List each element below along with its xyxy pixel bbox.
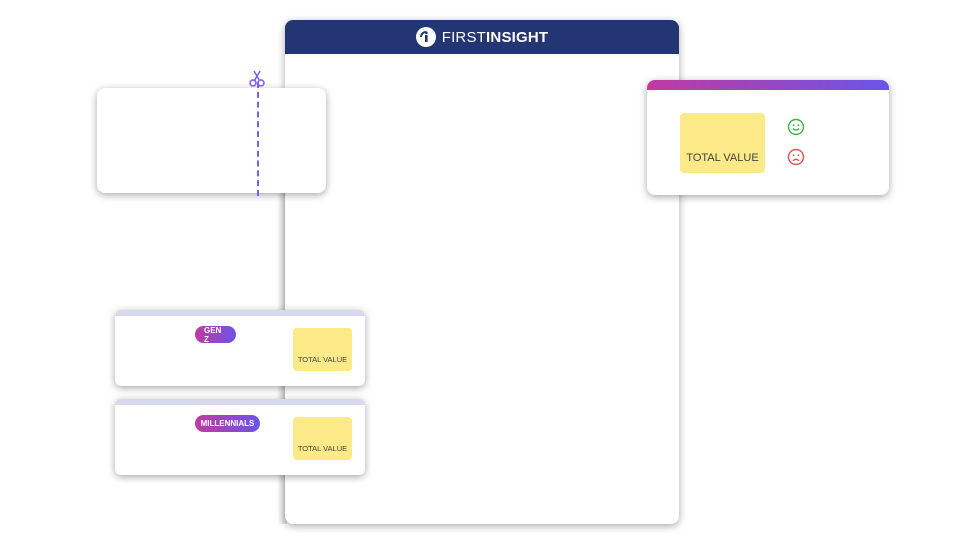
brand-logo-text-bold: INSIGHT [486, 28, 549, 46]
cut-card [97, 88, 326, 193]
segment-card-top-bar [115, 399, 365, 405]
segment-card-top-bar [115, 310, 365, 316]
first-insight-logo-icon [415, 27, 436, 47]
segment-card-millennials: MILLENNIALS TOTAL VALUE [115, 399, 365, 475]
brand-logo-text: FIRSTINSIGHT [442, 29, 549, 46]
segment-card-gen-z: GEN Z TOTAL VALUE [115, 310, 365, 386]
scissors-icon [247, 68, 267, 88]
brand-logo-text-regular: FIRST [441, 28, 487, 46]
sentiment-card: TOTAL VALUE [647, 80, 889, 195]
segment-pill-gen-z: GEN Z [195, 326, 236, 344]
total-value-note: TOTAL VALUE [293, 417, 352, 460]
total-value-note: TOTAL VALUE [293, 328, 352, 371]
cut-line [257, 82, 259, 196]
total-value-note: TOTAL VALUE [680, 113, 765, 173]
sad-face-icon [787, 148, 805, 166]
happy-face-icon [787, 118, 805, 136]
sentiment-card-gradient-bar [647, 80, 889, 90]
segment-pill-millennials: MILLENNIALS [195, 415, 260, 432]
main-panel-header: FIRSTINSIGHT [285, 20, 679, 54]
